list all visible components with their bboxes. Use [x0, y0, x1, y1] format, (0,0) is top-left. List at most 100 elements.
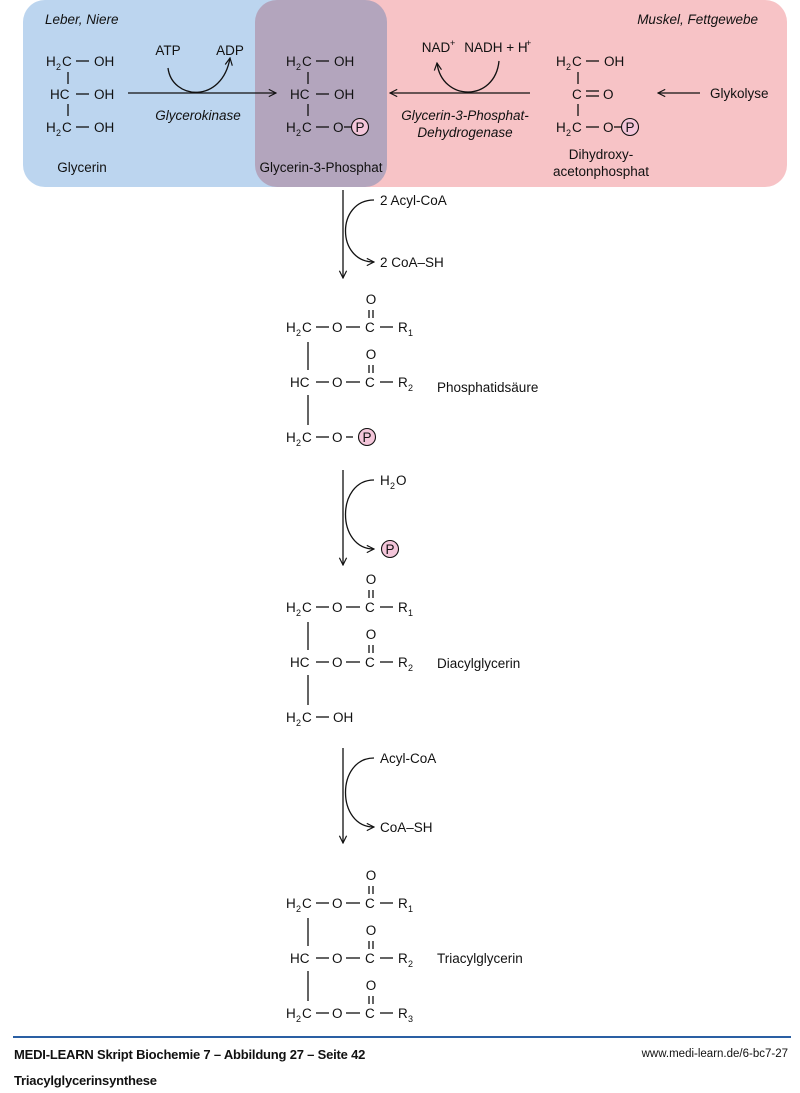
- nadh-nad-curve: [437, 60, 500, 93]
- dhap-phosphate-label: P: [625, 120, 634, 135]
- triacylglycerin-row3-r: R: [398, 1006, 408, 1021]
- g3p-c1-sub: 2: [296, 62, 301, 72]
- dhap-phosphate-circle: [620, 117, 640, 137]
- glycerin-oh2: OH: [94, 87, 114, 102]
- step1-coa-sh-label: 2 CoA–SH: [380, 255, 444, 270]
- glycerin-c3-sub: 2: [56, 128, 61, 138]
- g3p-phosphate-label: P: [355, 120, 364, 135]
- phosphatidsaeure-c1-h: H: [286, 320, 296, 335]
- phosphatidsaeure-row3-o: O: [332, 430, 343, 445]
- g3p-c1-h: H: [286, 54, 296, 69]
- diacylglycerin-c1-c: C: [302, 600, 312, 615]
- g3p-o3: O: [333, 120, 344, 135]
- atp-label: ATP: [155, 43, 180, 58]
- phosphatidsaeure-c1-c: C: [302, 320, 312, 335]
- step3-acyl-coa-label: Acyl-CoA: [380, 751, 436, 766]
- diacylglycerin-row1-rsub: 1: [408, 608, 413, 618]
- atp-adp-curve: [167, 58, 230, 93]
- triacylglycerin-c1-h: H: [286, 896, 296, 911]
- phosphatidsaeure-c2: HC: [290, 375, 310, 390]
- diacylglycerin-row2-ester-o: O: [332, 655, 343, 670]
- step2-h2o-h: H: [380, 473, 390, 488]
- glycerin-c2: HC: [50, 87, 70, 102]
- phosphatidsaeure-row3-phosphate-circle: [357, 427, 377, 447]
- phosphatidsaeure-row1-carbonyl-c: C: [365, 320, 375, 335]
- glycerin-c1-h: H: [46, 54, 56, 69]
- diacylglycerin-row1-r: R: [398, 600, 408, 615]
- dhap-c1-c: C: [572, 54, 582, 69]
- glycerin-c3-h: H: [46, 120, 56, 135]
- dhap-c3-h: H: [556, 120, 566, 135]
- diacylglycerin-c2: HC: [290, 655, 310, 670]
- phosphatidsaeure-row2-rsub: 2: [408, 383, 413, 393]
- triacylglycerin-row1-ester-o: O: [332, 896, 343, 911]
- glycerin-c3-c: C: [62, 120, 72, 135]
- diacylglycerin-row1-carbonyl-o: O: [366, 572, 377, 587]
- step2-phosphate-released-label: P: [385, 542, 394, 557]
- dehydrogenase-enzyme-line2: Dehydrogenase: [417, 125, 512, 140]
- triacylglycerin-c3-sub: 2: [296, 1014, 301, 1024]
- footer-url[interactable]: www.medi-learn.de/6-bc7-27: [641, 1048, 788, 1060]
- dhap-o2: O: [603, 87, 614, 102]
- step3-coa-sh-label: CoA–SH: [380, 820, 433, 835]
- footer-title: MEDI-LEARN Skript Biochemie 7 – Abbildun…: [14, 1047, 366, 1062]
- dhap-name-line2: acetonphosphat: [553, 164, 649, 179]
- diacylglycerin-c3-sub: 2: [296, 718, 301, 728]
- g3p-c1-c: C: [302, 54, 312, 69]
- triacylglycerin-row1-carbonyl-o: O: [366, 868, 377, 883]
- dhap-o3: O: [603, 120, 614, 135]
- nadh-label: NADH + H: [464, 40, 527, 55]
- step2-h2o-o: O: [396, 473, 407, 488]
- phosphatidsaeure-row2-carbonyl-c: C: [365, 375, 375, 390]
- step2-h2o-sub: 2: [390, 481, 395, 491]
- region-right-label: Muskel, Fettgewebe: [637, 12, 758, 27]
- diacylglycerin-c1-h: H: [286, 600, 296, 615]
- triacylglycerin-c3-c: C: [302, 1006, 312, 1021]
- diacylglycerin-c1-sub: 2: [296, 608, 301, 618]
- phosphatidsaeure-row2-carbonyl-o: O: [366, 347, 377, 362]
- region-muscle-fat: [330, 0, 787, 187]
- g3p-c3-sub: 2: [296, 128, 301, 138]
- dhap-oh1: OH: [604, 54, 624, 69]
- diacylglycerin-c3-c: C: [302, 710, 312, 725]
- diacylglycerin-c3-h: H: [286, 710, 296, 725]
- g3p-c3-h: H: [286, 120, 296, 135]
- triacylglycerin-c3-h: H: [286, 1006, 296, 1021]
- step1-side-curve: [344, 199, 375, 262]
- figure-caption: Triacylglycerinsynthese: [14, 1073, 157, 1088]
- diacylglycerin-row2-rsub: 2: [408, 663, 413, 673]
- g3p-oh2: OH: [334, 87, 354, 102]
- triacylglycerin-row2-ester-o: O: [332, 951, 343, 966]
- phosphatidsaeure-name: Phosphatidsäure: [437, 380, 538, 395]
- step1-acyl-coa-label: 2 Acyl-CoA: [380, 193, 447, 208]
- phosphatidsaeure-row1-ester-o: O: [332, 320, 343, 335]
- g3p-c3-c: C: [302, 120, 312, 135]
- step2-side-curve: [345, 479, 375, 549]
- triacylglycerin-row1-r: R: [398, 896, 408, 911]
- nadh-sup: +: [526, 38, 531, 48]
- triacylglycerin-row2-r: R: [398, 951, 408, 966]
- triacylglycerin-row3-ester-o: O: [332, 1006, 343, 1021]
- diacylglycerin-row3-oh: OH: [333, 710, 353, 725]
- adp-label: ADP: [216, 43, 244, 58]
- phosphatidsaeure-row1-carbonyl-o: O: [366, 292, 377, 307]
- triacylglycerin-row3-carbonyl-c: C: [365, 1006, 375, 1021]
- phosphatidsaeure-c3-h: H: [286, 430, 296, 445]
- triacylglycerin-row2-carbonyl-o: O: [366, 923, 377, 938]
- dhap-c2: C: [572, 87, 582, 102]
- glykolyse-label: Glykolyse: [710, 86, 769, 101]
- step3-side-curve: [345, 757, 375, 827]
- nad-sup: +: [450, 38, 455, 48]
- triacylglycerin-row1-rsub: 1: [408, 904, 413, 914]
- triacylglycerin-name: Triacylglycerin: [437, 951, 523, 966]
- diacylglycerin-row1-ester-o: O: [332, 600, 343, 615]
- g3p-oh1: OH: [334, 54, 354, 69]
- dhap-name-line1: Dihydroxy-: [569, 147, 634, 162]
- triacylglycerin-row3-rsub: 3: [408, 1014, 413, 1024]
- triacylglycerin-c2: HC: [290, 951, 310, 966]
- phosphatidsaeure-c3-c: C: [302, 430, 312, 445]
- phosphatidsaeure-row1-r: R: [398, 320, 408, 335]
- nad-label: NAD: [422, 40, 451, 55]
- glycerin-c1-sub: 2: [56, 62, 61, 72]
